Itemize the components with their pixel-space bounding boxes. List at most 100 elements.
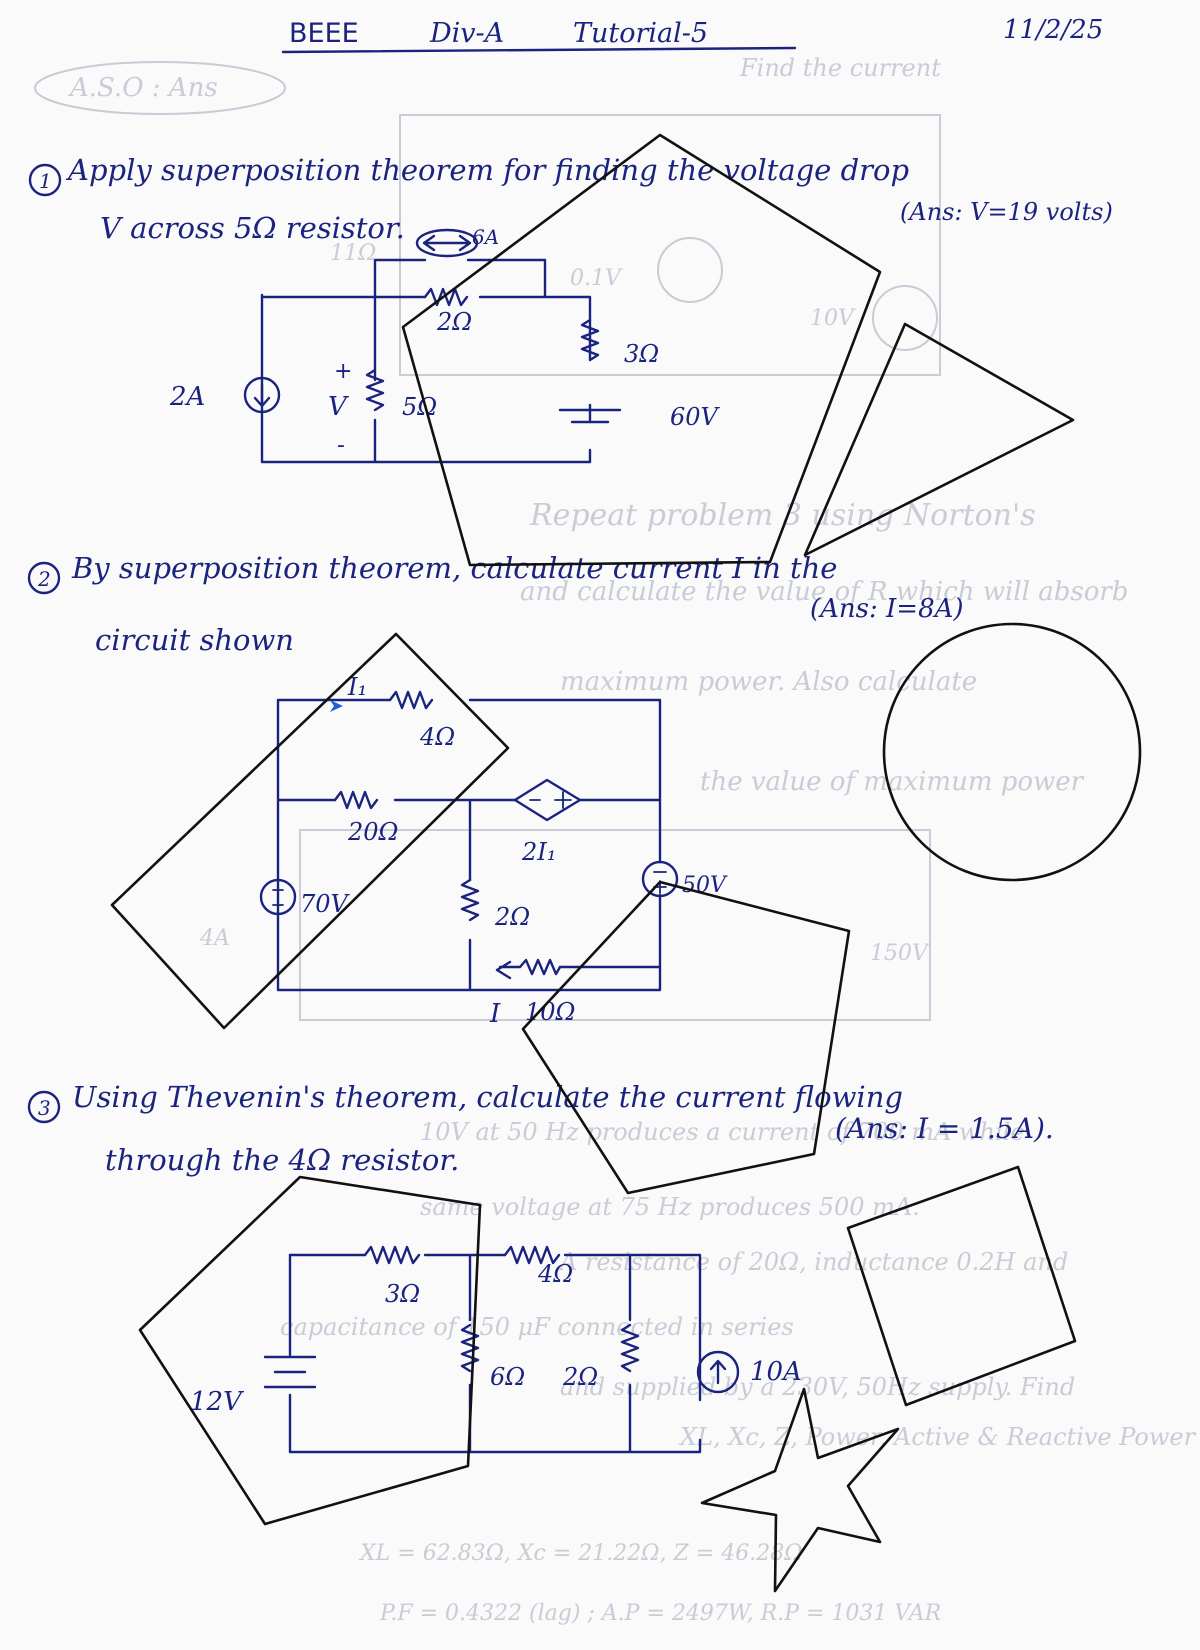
svg-text:maximum power. Also calculate: maximum power. Also calculate	[560, 667, 977, 697]
resistor-10ohm	[518, 958, 562, 976]
circle-shape	[882, 622, 1142, 882]
label-6ohm: 6Ω	[490, 1363, 525, 1391]
svg-text:A resistance of 20Ω, inductanc: A resistance of 20Ω, inductance 0.2H and	[558, 1248, 1068, 1276]
label-2i1: 2I₁	[521, 838, 556, 866]
question-3-marker	[27, 1090, 61, 1124]
question-1-text-line2: V across 5Ω resistor.	[100, 211, 405, 245]
svg-text:capacitance of 150 μF connecte: capacitance of 150 μF connected in serie…	[280, 1313, 794, 1341]
svg-text:10V at 50 Hz produces a curren: 10V at 50 Hz produces a current of 700 m…	[420, 1118, 1025, 1146]
question-1: 1 Apply superposition theorem for findin…	[28, 153, 1113, 464]
source-70v	[259, 878, 297, 916]
question-3-number: 3	[38, 1096, 51, 1120]
svg-text:XL, Xc, Z, Power, Active & Rea: XL, Xc, Z, Power, Active & Reactive Powe…	[678, 1423, 1197, 1451]
battery-60v	[558, 408, 622, 424]
question-2-answer: (Ans: I=8A)	[810, 594, 964, 624]
question-1-marker	[28, 163, 62, 197]
label-i1: I₁	[347, 673, 367, 701]
question-1-answer: (Ans: V=19 volts)	[900, 198, 1113, 226]
source-50v	[641, 860, 679, 898]
question-2-number: 2	[37, 567, 51, 591]
svg-text:the value of maximum power: the value of maximum power	[700, 767, 1085, 797]
label-minus: -	[337, 433, 345, 458]
tutorial-title: Tutorial-5	[573, 18, 708, 49]
star-shape	[700, 1387, 900, 1593]
current-arrow	[330, 700, 343, 712]
course-code: BEEE	[289, 18, 359, 49]
question-2-text-line2: circuit shown	[95, 623, 294, 657]
label-10a: 10A	[750, 1357, 802, 1387]
current-source-10a	[696, 1350, 740, 1394]
question-2: 2 By superposition theorem, calculate cu…	[27, 551, 964, 1029]
svg-text:XL = 62.83Ω, Xc = 21.22Ω, Z =: XL = 62.83Ω, Xc = 21.22Ω, Z = 46.28Ω	[358, 1541, 802, 1566]
label-60v: 60V	[670, 403, 721, 431]
svg-text:A.S.O : Ans: A.S.O : Ans	[68, 73, 218, 103]
circuit-1: 6A 2A 2Ω 3Ω 5Ω V + - 60V	[169, 225, 721, 464]
resistor-3ohm	[580, 318, 600, 362]
current-source-arrow	[422, 234, 472, 252]
svg-text:Find the current: Find the current	[739, 54, 941, 82]
question-1-text-line1: Apply superposition theorem for finding …	[65, 153, 909, 187]
division: Div-A	[429, 18, 504, 49]
question-3: 3 Using Thevenin's theorem, calculate th…	[27, 1080, 1054, 1454]
resistor-2ohm-q2	[460, 878, 480, 922]
resistor-6ohm	[460, 1323, 480, 1373]
label-2ohm: 2Ω	[436, 308, 472, 336]
current-source-2a	[243, 376, 281, 414]
dependent-source	[513, 778, 582, 822]
rectangle-shape	[110, 632, 510, 1030]
resistor-5ohm	[365, 368, 385, 412]
battery-12v	[263, 1355, 317, 1389]
label-3ohm: 3Ω	[624, 340, 659, 368]
question-2-text-line1: By superposition theorem, calculate curr…	[71, 551, 837, 585]
svg-text:and calculate the value of R w: and calculate the value of R which will …	[520, 577, 1128, 607]
svg-text:11Ω: 11Ω	[330, 241, 376, 266]
label-5ohm: 5Ω	[402, 393, 437, 421]
current-source-6a	[415, 228, 479, 258]
label-4ohm-q3: 4Ω	[537, 1260, 573, 1288]
svg-text:150V: 150V	[870, 941, 930, 966]
resistor-2ohm	[423, 287, 469, 307]
label-70v: 70V	[300, 890, 351, 918]
label-current-i: I	[489, 999, 501, 1029]
label-4ohm-q2: 4Ω	[419, 723, 455, 751]
date: 11/2/25	[1003, 15, 1103, 45]
question-1-number: 1	[39, 169, 52, 193]
label-2ohm-q3: 2Ω	[562, 1363, 598, 1391]
label-v: V	[328, 392, 349, 422]
question-3-text-line1: Using Thevenin's theorem, calculate the …	[72, 1080, 903, 1114]
label-2a: 2A	[169, 382, 205, 412]
resistor-4ohm-q3	[503, 1245, 561, 1265]
label-plus: +	[334, 359, 352, 384]
circuit-3: 3Ω 4Ω 6Ω 2Ω 12V 10A	[190, 1245, 802, 1454]
header: BEEE Div-A Tutorial-5 11/2/25	[281, 15, 1103, 54]
svg-text:0.1V: 0.1V	[570, 266, 623, 291]
svg-text:same voltage at 75 Hz produces: same voltage at 75 Hz produces 500 mA.	[420, 1193, 920, 1221]
question-2-marker	[27, 561, 61, 595]
svg-text:10V: 10V	[810, 306, 856, 331]
square-shape	[846, 1165, 1077, 1407]
label-20ohm: 20Ω	[347, 818, 398, 846]
pentagon-shape-3	[138, 1175, 482, 1526]
triangle-shape	[803, 322, 1075, 557]
resistor-20ohm	[333, 790, 379, 810]
question-3-text-line2: through the 4Ω resistor.	[105, 1143, 459, 1177]
label-3ohm-q3: 3Ω	[385, 1280, 420, 1308]
question-3-answer: (Ans: I = 1.5A).	[835, 1112, 1054, 1145]
resistor-3ohm-q3	[363, 1245, 421, 1265]
resistor-4ohm-q2	[388, 690, 434, 710]
label-2ohm-q2: 2Ω	[494, 903, 530, 931]
circuit-2: I₁ 4Ω 20Ω 2I₁ 2Ω 10Ω I 70V 50V	[259, 673, 728, 1029]
pentagon-shape-2	[521, 880, 851, 1195]
resistor-2ohm-q3	[620, 1323, 640, 1373]
svg-text:4A: 4A	[199, 926, 230, 951]
overlay-shapes	[110, 133, 1142, 1593]
label-6a: 6A	[472, 225, 499, 249]
header-underline	[281, 46, 797, 54]
pentagon-shape	[401, 133, 882, 567]
label-10ohm: 10Ω	[525, 998, 575, 1026]
svg-text:and supplied by a 230V, 50Hz s: and supplied by a 230V, 50Hz supply. Fin…	[560, 1373, 1075, 1401]
svg-text:P.F = 0.4322 (lag) ; A.P = 249: P.F = 0.4322 (lag) ; A.P = 2497W, R.P = …	[379, 1601, 941, 1626]
label-12v: 12V	[190, 1387, 244, 1417]
